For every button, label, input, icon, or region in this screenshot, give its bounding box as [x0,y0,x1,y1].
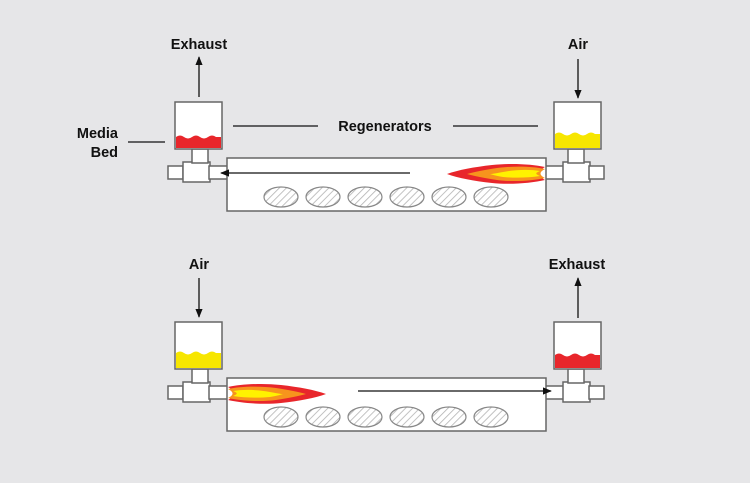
top-diagram: Exhaust Air Media Bed Regenerators [77,37,605,212]
left-valve-body [182,381,211,403]
tube [473,406,509,428]
tube [389,406,425,428]
right-pipe-to-furnace [544,165,565,180]
flame-icon [228,383,326,404]
hot-media-bed [176,135,221,148]
air-label: Air [189,257,210,273]
right-regenerator-hot [553,321,602,370]
left-regenerator-cool [174,321,223,370]
tube [305,406,341,428]
right-valve-body [562,161,591,183]
right-valve-body [562,381,591,403]
bottom-diagram: Air Exhaust [167,257,606,432]
tube [305,186,341,208]
left-valve-body [182,161,211,183]
media-bed-label-line2: Bed [91,145,118,161]
tube [389,186,425,208]
cool-media-bed [555,132,600,148]
regenerators-label: Regenerators [338,119,431,135]
furnace-tubes [263,186,509,208]
cool-media-bed [176,351,221,368]
left-pipe-stub [167,385,184,400]
left-riser [191,148,209,164]
tube [473,186,509,208]
right-riser [567,368,585,384]
furnace-tubes [263,406,509,428]
tube [347,186,383,208]
tube [431,406,467,428]
left-pipe-to-furnace [208,385,229,400]
tube [347,406,383,428]
right-pipe-to-furnace [544,385,565,400]
right-pipe-stub [588,165,605,180]
left-regenerator-hot [174,101,223,150]
hot-media-bed [555,353,600,368]
right-regenerator-cool [553,101,602,150]
left-pipe-stub [167,165,184,180]
exhaust-label: Exhaust [549,257,606,273]
tube [263,406,299,428]
exhaust-label: Exhaust [171,37,228,53]
tube [263,186,299,208]
right-riser [567,148,585,164]
tube [431,186,467,208]
flame-icon [447,163,545,184]
media-bed-label-line1: Media [77,126,119,142]
air-label: Air [568,37,589,53]
right-pipe-stub [588,385,605,400]
left-riser [191,368,209,384]
